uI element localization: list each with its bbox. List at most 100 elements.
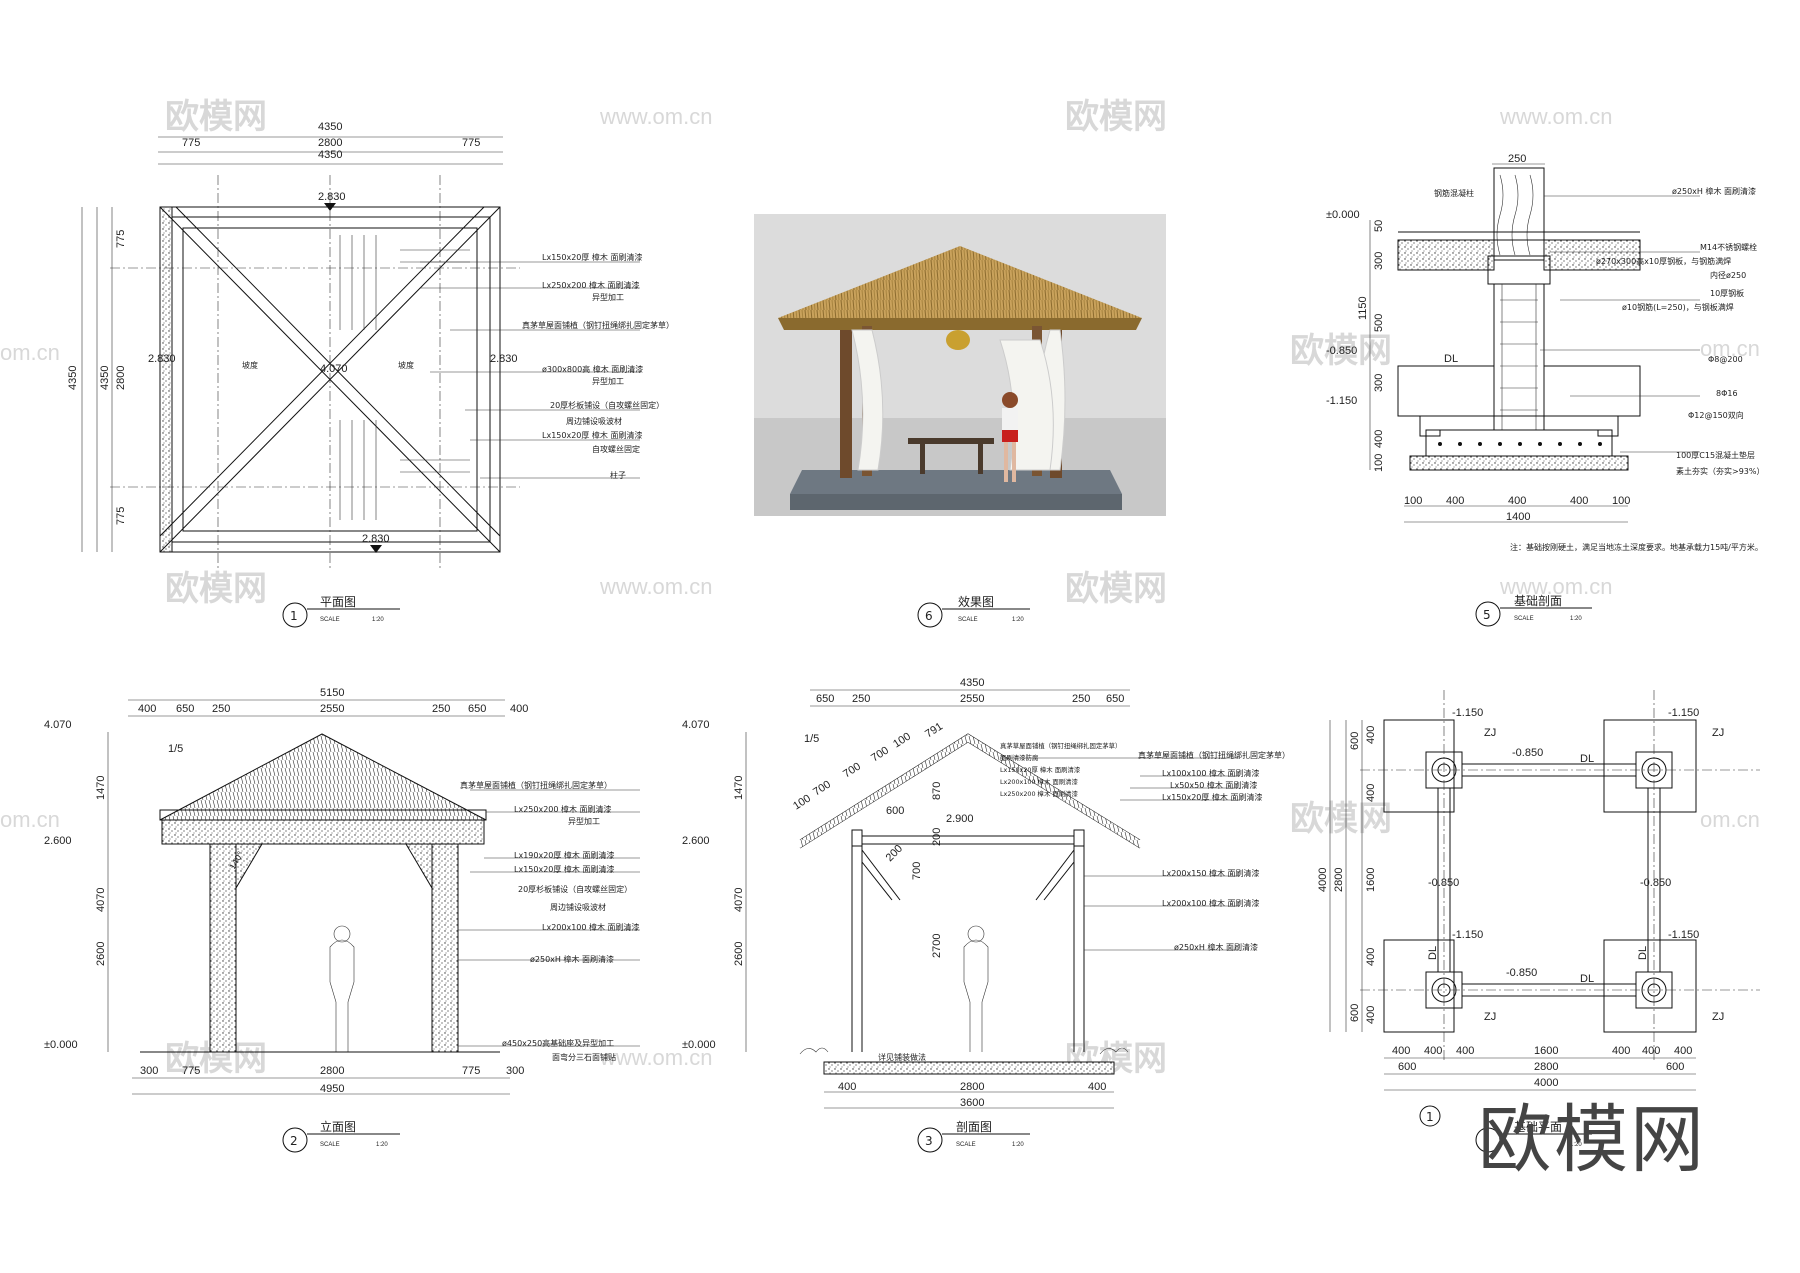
fp-dim-bottom-8: 2800 — [1534, 1061, 1558, 1073]
elev-dim-top-7: 400 — [510, 703, 528, 715]
sec-dim-left-0: 1470 — [733, 776, 745, 800]
watermark-logo: 欧模网 — [165, 97, 267, 137]
fnd-dim-left-1: 50 — [1373, 220, 1385, 232]
render-scale-label: SCALE — [958, 617, 978, 623]
fnd-note-1: ø250xH 樟木 面刷清漆 — [1672, 186, 1756, 196]
sec-inner-dim-4: 200 — [884, 843, 905, 864]
render-scale: 1:20 — [1012, 617, 1024, 623]
sec-note-1: 真茅草屋面铺植（钢钉扭绳绑扎固定茅草） — [1138, 750, 1290, 760]
fnd-scale-label: SCALE — [1514, 616, 1534, 622]
elev-dim-top-0: 5150 — [320, 687, 344, 699]
plan-note-7: 20厚杉板铺设（自攻螺丝固定） — [550, 400, 664, 410]
fp-dim-left-1: 400 — [1365, 726, 1377, 744]
sec-dim-left-2: 2600 — [733, 942, 745, 966]
plan-dim-top-overall2: 4350 — [318, 149, 342, 161]
elev-slope: 1/5 — [168, 743, 183, 755]
fnd-note-3: ø270x300高x10厚钢板，与钢筋满焊 — [1596, 256, 1731, 266]
plan-scale: 1:20 — [372, 617, 384, 623]
sec-top-note-2: 面刷清漆防腐 — [1000, 753, 1039, 762]
elev-dim-bottom-2: 2800 — [320, 1065, 344, 1077]
fp-dim-bottom-4: 400 — [1612, 1045, 1630, 1057]
fp-dim-left-5: 1600 — [1365, 868, 1377, 892]
sec-dim-bottom-2: 400 — [1088, 1081, 1106, 1093]
sec-dim-bottom-3: 3600 — [960, 1097, 984, 1109]
sec-title-number: 3 — [925, 1134, 933, 1148]
fp-label-zj-1: ZJ — [1484, 727, 1496, 739]
elev-dim-top-5: 250 — [432, 703, 450, 715]
sec-note-6: Lx200x100 樟木 面刷清漆 — [1162, 898, 1260, 908]
elev-note-1: 真茅草屋面铺植（钢钉扭绳绑扎固定茅草） — [460, 780, 612, 790]
sec-top-note-3: Lx150x20厚 樟木 面刷清漆 — [1000, 765, 1081, 774]
sec-note-4: Lx150x20厚 樟木 面刷清漆 — [1162, 792, 1262, 802]
fnd-footnote: 注：基础按刚硬土，满足当地冻土深度要求。地基承载力15吨/平方米。 — [1510, 542, 1763, 552]
fp-scale: 1:20 — [1570, 1142, 1582, 1148]
elev-dim-top-3: 250 — [212, 703, 230, 715]
watermark-url-partial: om.cn — [0, 340, 60, 365]
plan-level-center: 4.070 — [320, 363, 348, 375]
fp-dim-bottom-0: 400 — [1392, 1045, 1410, 1057]
sec-inner-dim-2: 200 — [931, 828, 943, 846]
sec-dim-bottom-1: 2800 — [960, 1081, 984, 1093]
fnd-dim-bottom-total: 1400 — [1506, 511, 1530, 523]
brand-watermark: 欧模网 — [1478, 1097, 1706, 1183]
elev-note-2: Lx250x200 樟木 面刷清漆 — [514, 804, 612, 814]
plan-level-left: 2.830 — [148, 353, 176, 365]
sec-dim-top-4: 250 — [1072, 693, 1090, 705]
plan-note-1: Lx150x20厚 樟木 面刷清漆 — [542, 252, 642, 262]
elev-note-7: 周边铺设吸波材 — [550, 902, 606, 912]
plan-dim-left-mid: 2800 — [115, 366, 127, 390]
plan-note-2: Lx250x200 樟木 面刷清漆 — [542, 280, 640, 290]
watermark-url: www.om.cn — [599, 104, 712, 129]
fnd-dl: DL — [1444, 353, 1458, 365]
sec-title: 剖面图 — [956, 1120, 992, 1134]
plan-note-3: 异型加工 — [592, 292, 624, 302]
watermark-url: www.om.cn — [599, 574, 712, 599]
sec-dim-top-2: 250 — [852, 693, 870, 705]
fnd-label-left: 钢筋混凝柱 — [1434, 188, 1474, 198]
foundation-plan: -1.150 -1.150 -1.150 -1.150 -0.850 -0.85… — [1317, 690, 1760, 1153]
elev-dim-bottom-4: 300 — [506, 1065, 524, 1077]
fp-dim-left-3: 4000 — [1317, 868, 1329, 892]
fnd-scale: 1:20 — [1570, 616, 1582, 622]
elev-dim-top-2: 650 — [176, 703, 194, 715]
elev-dim-left-2: 2600 — [95, 942, 107, 966]
plan-note-9: Lx150x20厚 樟木 面刷清漆 — [542, 430, 642, 440]
elev-note-5: Lx150x20厚 樟木 面刷清漆 — [514, 864, 614, 874]
sec-dim-top-1: 650 — [816, 693, 834, 705]
fnd-dim-left-2: 300 — [1373, 252, 1385, 270]
elev-note-11: 面弯分三石面铺贴 — [552, 1052, 616, 1062]
sec-note-3: Lx50x50 樟木 面刷清漆 — [1170, 780, 1257, 790]
elev-level-2: ±0.000 — [44, 1039, 78, 1051]
fp-label-dl-level-3: -0.850 — [1640, 877, 1671, 889]
fp-label-zj-3: ZJ — [1484, 1011, 1496, 1023]
fnd-note-8: 8Φ16 — [1716, 389, 1738, 398]
sec-scale: 1:20 — [1012, 1142, 1024, 1148]
fp-label-dl-level-1: -0.850 — [1512, 747, 1543, 759]
plan-dim-top-overall: 4350 — [318, 121, 342, 133]
sec-roof-dim-3: 700 — [869, 744, 891, 764]
render-drawing: 6 效果图 SCALE 1:20 — [754, 214, 1166, 628]
fp-dim-bottom-2: 400 — [1456, 1045, 1474, 1057]
plan-title-number: 1 — [290, 609, 298, 623]
elev-note-8: Lx200x100 樟木 面刷清漆 — [542, 922, 640, 932]
sec-inner-dim-3: 870 — [931, 782, 943, 800]
elev-dim-bottom-1: 775 — [182, 1065, 200, 1077]
elev-note-6: 20厚杉板铺设（自攻螺丝固定） — [518, 884, 632, 894]
fp-dim-left-8: 600 — [1349, 1004, 1361, 1022]
plan-note-10: 自攻螺丝固定 — [592, 444, 640, 454]
fp-dim-bottom-3: 1600 — [1534, 1045, 1558, 1057]
fnd-dim-left-4: 500 — [1373, 314, 1385, 332]
plan-dim-top-mid: 2800 — [318, 137, 342, 149]
elev-dim-bottom-5: 4950 — [320, 1083, 344, 1095]
fnd-dim-bottom-3: 400 — [1508, 495, 1526, 507]
elev-note-10: ø450x250高基础座及异型加工 — [502, 1038, 614, 1048]
fp-label-zj-2: ZJ — [1712, 727, 1724, 739]
plan-note-5: ø300x800高 樟木 面刷清漆 — [542, 364, 643, 374]
fnd-note-7: Φ8@200 — [1708, 355, 1743, 364]
sec-roof-dim-2: 700 — [841, 760, 863, 780]
watermark-url: www.om.cn — [599, 1045, 712, 1070]
fnd-level-1: -0.850 — [1326, 345, 1357, 357]
fnd-top-dim: 250 — [1508, 153, 1526, 165]
sec-top-note-5: Lx250x200 樟木 面刷清漆 — [1000, 789, 1079, 798]
